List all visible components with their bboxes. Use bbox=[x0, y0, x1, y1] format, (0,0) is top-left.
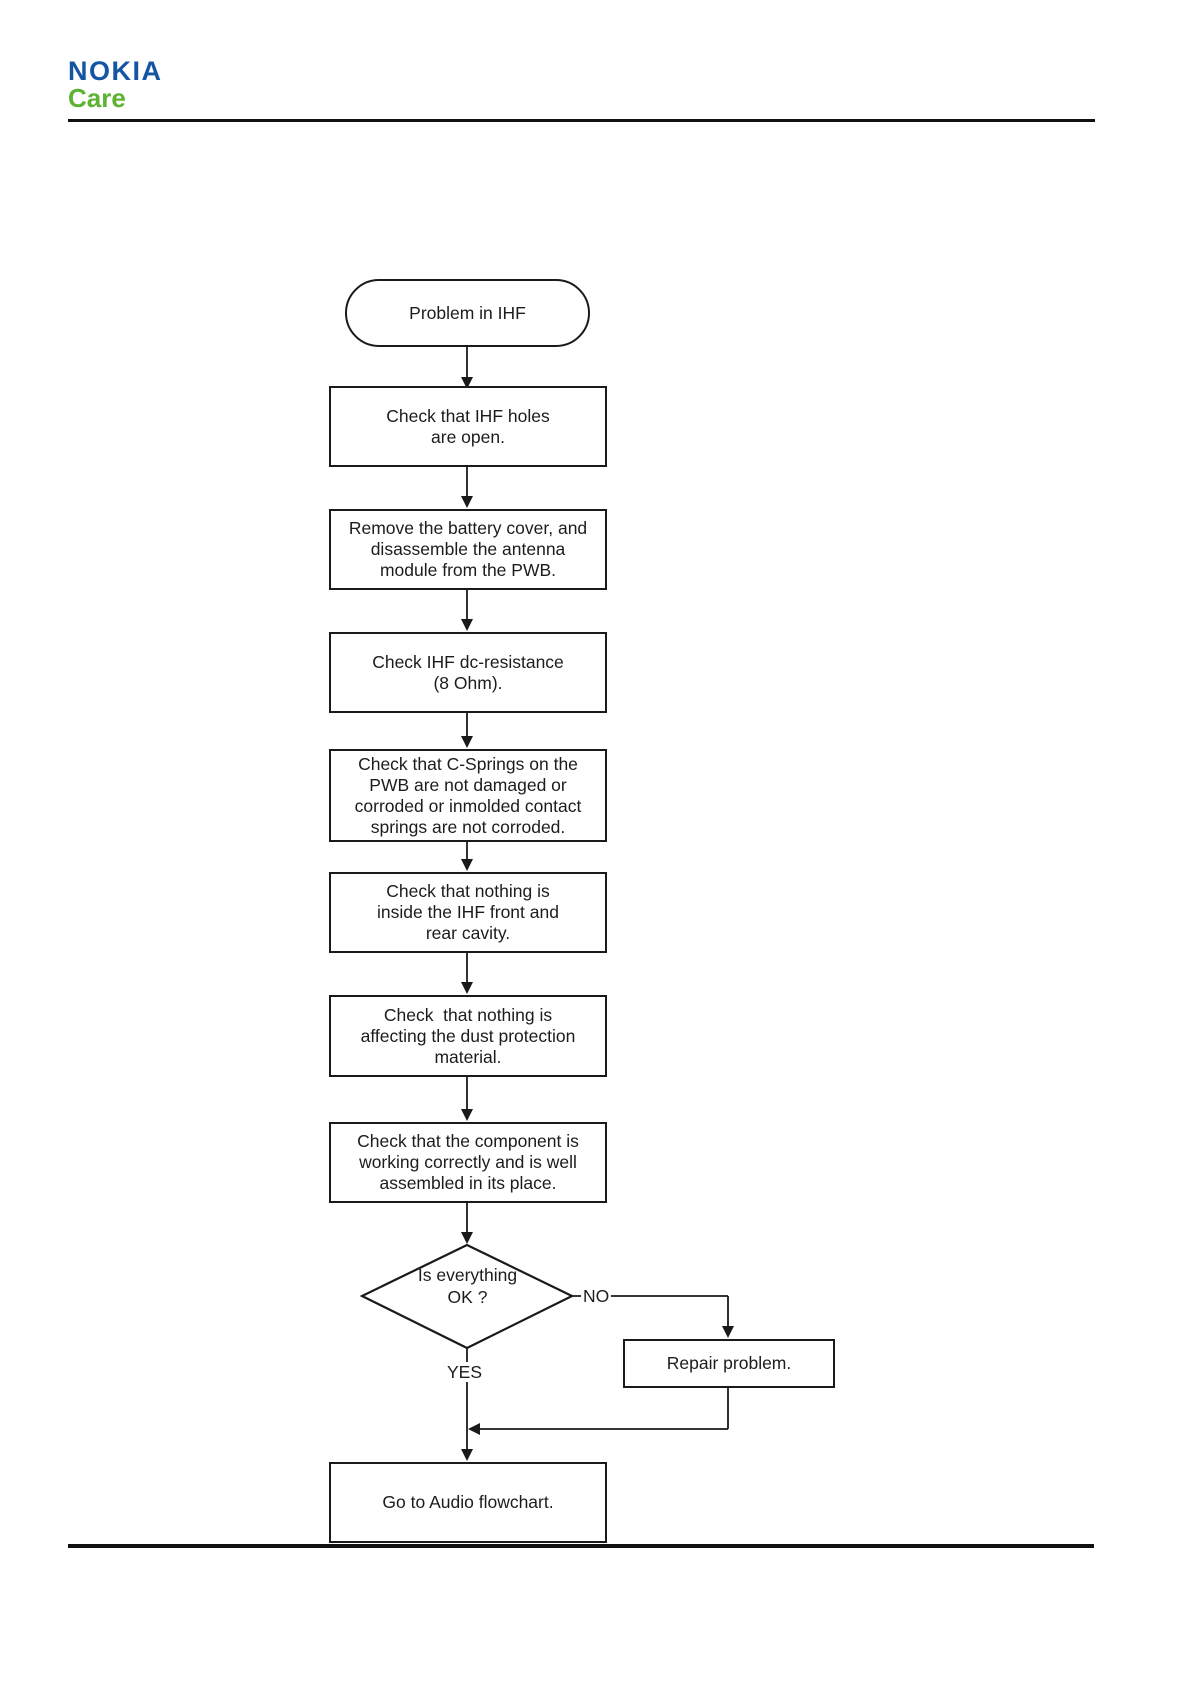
flowchart-step-check-c-springs: Check that C-Springs on the PWB are not … bbox=[329, 749, 607, 842]
decision-diamond-label: Is everything OK ? bbox=[417, 1265, 518, 1307]
flowchart-step-check-cavity: Check that nothing is inside the IHF fro… bbox=[329, 872, 607, 953]
nokia-care-logo: Care bbox=[68, 83, 126, 113]
flowchart-step-remove-battery-cover: Remove the battery cover, and disassembl… bbox=[329, 509, 607, 590]
flowchart-step-check-dust-protection: Check that nothing is affecting the dust… bbox=[329, 995, 607, 1077]
nokia-logo: NOKIA bbox=[68, 56, 163, 86]
flowchart-step-check-dc-resistance: Check IHF dc-resistance (8 Ohm). bbox=[329, 632, 607, 713]
flowchart-start-terminator: Problem in IHF bbox=[345, 279, 590, 347]
flowchart-end-go-to-audio: Go to Audio flowchart. bbox=[329, 1462, 607, 1543]
flowchart-step-repair-problem: Repair problem. bbox=[623, 1339, 835, 1388]
flowchart-step-check-component: Check that the component is working corr… bbox=[329, 1122, 607, 1203]
flowchart-step-check-holes: Check that IHF holes are open. bbox=[329, 386, 607, 467]
edge-label-no: NO bbox=[581, 1286, 612, 1306]
footer-divider bbox=[68, 1544, 1094, 1548]
header-divider bbox=[68, 119, 1095, 122]
edge-label-yes: YES bbox=[445, 1362, 485, 1382]
